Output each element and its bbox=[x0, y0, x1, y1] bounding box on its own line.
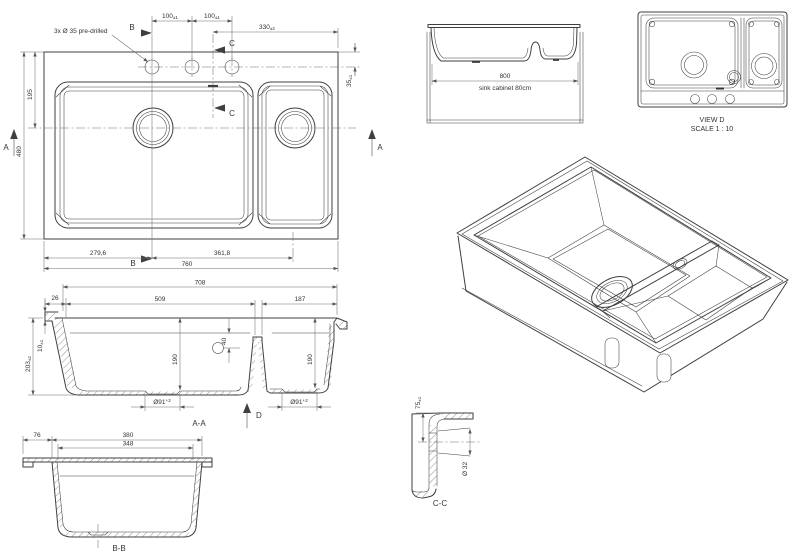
section-marker-a-left: A bbox=[3, 129, 18, 157]
dim-190-main: 190 bbox=[172, 354, 179, 365]
dim-32: Ø 32 bbox=[462, 462, 469, 476]
view-d-title: VIEW D bbox=[700, 117, 725, 124]
section-cc: 75±1 Ø 32 C-C bbox=[411, 396, 480, 508]
dim-190-small: 190 bbox=[307, 354, 314, 365]
isometric-view bbox=[456, 156, 789, 393]
iso-small-bowl bbox=[602, 244, 772, 321]
predrilled-note: 3x Ø 35 pre-drilled bbox=[54, 28, 108, 35]
view-d-main-drain bbox=[680, 51, 708, 79]
plan-sink-outline bbox=[43, 51, 339, 240]
overflow-hole-section bbox=[212, 342, 224, 354]
iso-drain bbox=[591, 276, 633, 308]
iso-main-bowl bbox=[473, 166, 691, 344]
dim-195: 195 bbox=[27, 89, 34, 100]
section-marker-b-top: B bbox=[129, 23, 152, 37]
section-aa-label: A-A bbox=[192, 419, 206, 428]
plan-tap-holes bbox=[138, 57, 360, 77]
dim-380: 380 bbox=[123, 432, 134, 439]
view-d-small-drain bbox=[751, 53, 777, 79]
view-d-holes bbox=[690, 94, 735, 104]
plan-view: 3x Ø 35 pre-drilled A A B B C C bbox=[3, 13, 383, 272]
dim-26: 26 bbox=[51, 295, 59, 302]
section-aa-profile bbox=[44, 311, 348, 396]
dim-279: 279,6 bbox=[90, 250, 107, 257]
section-marker-a-right: A bbox=[368, 129, 383, 157]
dim-40: 40 bbox=[221, 337, 228, 345]
view-d-overflow bbox=[727, 70, 741, 84]
dim-330: 330±2 bbox=[259, 24, 275, 31]
marker-a-right-label: A bbox=[377, 143, 383, 152]
dim-75: 75±1 bbox=[415, 396, 422, 409]
dim-708: 708 bbox=[195, 280, 206, 287]
dim-76: 76 bbox=[33, 432, 41, 439]
dim-187: 187 bbox=[295, 296, 306, 303]
plan-small-bowl bbox=[257, 81, 333, 229]
section-cc-label: C-C bbox=[433, 499, 447, 508]
iso-body bbox=[457, 235, 788, 393]
dim-203: 203±2 bbox=[25, 356, 32, 372]
front-view: 800 sink cabinet 80cm bbox=[426, 24, 584, 124]
cabinet-caption: sink cabinet 80cm bbox=[479, 85, 531, 92]
marker-d-label: D bbox=[256, 411, 262, 420]
marker-c-mid-label: C bbox=[229, 109, 235, 118]
view-d-scale: SCALE 1 : 10 bbox=[691, 126, 734, 133]
section-aa: 708 26 509 187 40 10±1 203±2 190 190 bbox=[25, 280, 348, 429]
section-marker-c-mid: C bbox=[214, 104, 235, 118]
section-bb-dimensions: 76 380 348 bbox=[22, 432, 203, 460]
dim-10: 10±1 bbox=[37, 339, 44, 352]
section-cc-dimensions: 75±1 Ø 32 bbox=[415, 396, 472, 476]
section-cc-profile bbox=[411, 412, 480, 499]
section-bb-profile bbox=[22, 457, 213, 548]
view-d-main-bowl bbox=[645, 17, 739, 89]
dim-480: 480 bbox=[16, 146, 23, 157]
dim-drain-left: Ø91+2 bbox=[153, 398, 171, 406]
iso-rim bbox=[456, 156, 789, 354]
view-d-divider bbox=[740, 17, 745, 89]
dim-800: 800 bbox=[500, 73, 511, 80]
view-d-arrow: D bbox=[243, 403, 262, 429]
section-bb: 76 380 348 B-B bbox=[22, 432, 213, 553]
cabinet-outline bbox=[426, 31, 584, 124]
dim-348: 348 bbox=[123, 441, 134, 448]
section-aa-hatching bbox=[45, 313, 347, 395]
front-sink-outline bbox=[427, 24, 581, 63]
section-bb-label: B-B bbox=[112, 544, 125, 553]
dim-drain-right: Ø91+2 bbox=[290, 398, 308, 406]
dim-361: 361,8 bbox=[214, 250, 231, 257]
section-marker-b-bottom: B bbox=[130, 255, 152, 268]
marker-a-left-label: A bbox=[3, 143, 9, 152]
dim-509: 509 bbox=[155, 296, 166, 303]
dim-35: 35±1 bbox=[346, 74, 353, 87]
dim-760: 760 bbox=[182, 261, 193, 268]
view-d: VIEW D SCALE 1 : 10 bbox=[637, 11, 788, 133]
front-dimensions: 800 sink cabinet 80cm bbox=[431, 62, 579, 92]
iso-feet bbox=[604, 337, 672, 383]
plan-dimensions: 100±1 100±1 330±2 35±1 195 480 279,6 361… bbox=[16, 13, 360, 272]
marker-b-bottom-label: B bbox=[130, 259, 135, 268]
marker-b-top-label: B bbox=[129, 23, 134, 32]
section-aa-dimensions: 708 26 509 187 40 10±1 203±2 190 190 bbox=[25, 280, 338, 411]
plan-main-bowl bbox=[54, 81, 254, 229]
view-d-small-bowl bbox=[745, 17, 783, 89]
predrilled-leader bbox=[111, 34, 149, 63]
dim-100-right: 100±1 bbox=[204, 13, 220, 20]
section-cc-hatching bbox=[413, 413, 473, 497]
dim-100-left: 100±1 bbox=[162, 13, 178, 20]
section-bb-hatching bbox=[23, 458, 212, 537]
iso-divider bbox=[595, 240, 720, 319]
